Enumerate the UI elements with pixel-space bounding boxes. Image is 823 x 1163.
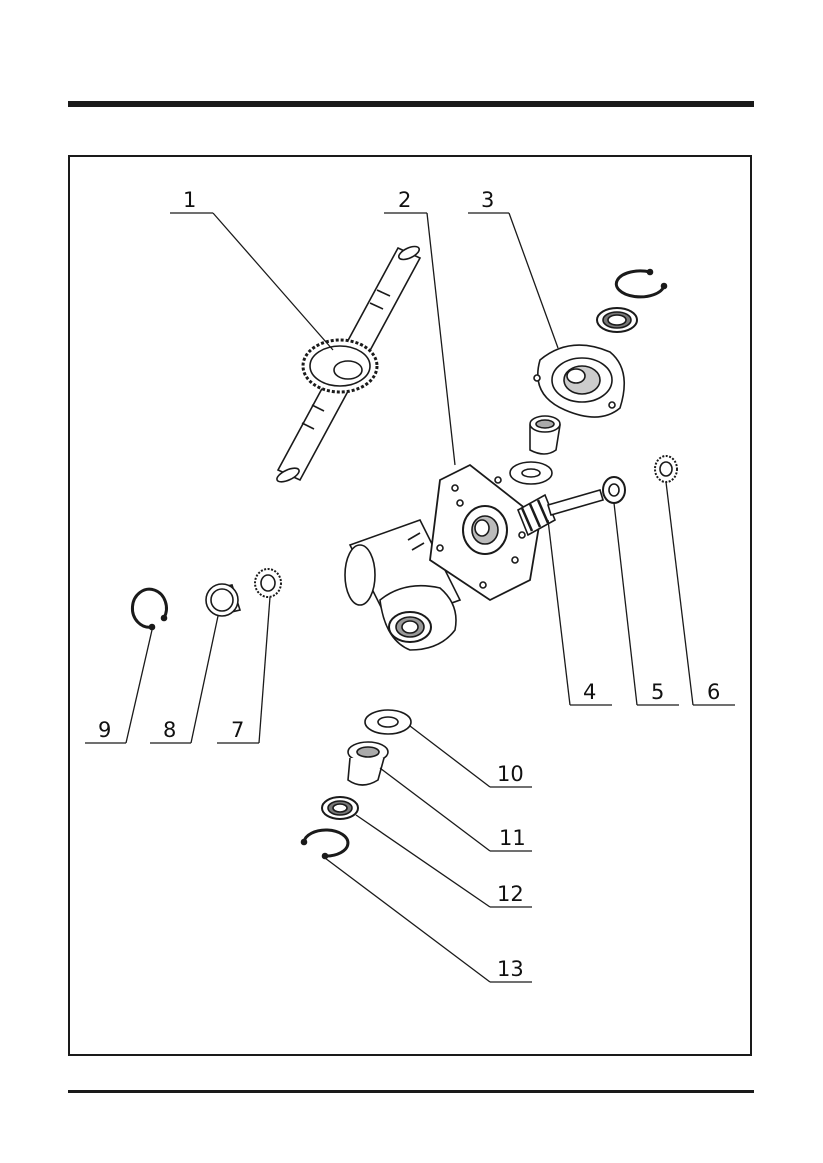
- callout-4: 4: [583, 680, 596, 704]
- part-1-shaft-gear: [275, 244, 421, 485]
- callout-7: 7: [231, 718, 244, 742]
- leader-9-diag: [126, 630, 152, 743]
- leader-3-diag: [509, 213, 558, 348]
- part-12-oil-seal: [322, 797, 358, 819]
- callout-1: 1: [183, 188, 196, 212]
- part-11-flanged-bushing: [348, 742, 388, 785]
- callout-9: 9: [98, 718, 111, 742]
- callout-6: 6: [707, 680, 720, 704]
- callout-11: 11: [499, 826, 526, 850]
- part-8-bushing: [206, 584, 240, 616]
- part-10-washer: [365, 710, 411, 734]
- part-2-gearbox-housing: [345, 465, 540, 650]
- part-9-snap-ring: [132, 589, 166, 629]
- callout-8: 8: [163, 718, 176, 742]
- leader-11-diag: [380, 768, 490, 851]
- callout-2: 2: [398, 188, 411, 212]
- part-13-snap-ring: [302, 830, 348, 858]
- leader-10-diag: [410, 726, 490, 787]
- leader-2-diag: [427, 213, 455, 465]
- leader-13-diag: [325, 858, 490, 982]
- callout-13: 13: [497, 957, 524, 981]
- part-6-needle-bearing: [655, 456, 677, 482]
- leader-5-diag: [614, 503, 637, 705]
- leader-7-diag: [259, 597, 270, 743]
- callout-3: 3: [481, 188, 494, 212]
- part-7-needle-bearing: [255, 569, 281, 597]
- leader-8-diag: [191, 616, 218, 743]
- leader-6-diag: [666, 482, 693, 705]
- part-4-worm-shaft: [518, 490, 603, 535]
- callout-5: 5: [651, 680, 664, 704]
- leader-1-diag: [213, 213, 333, 350]
- part-5-bushing: [603, 477, 625, 503]
- leader-12-diag: [356, 815, 490, 907]
- leader-4-diag: [548, 520, 570, 705]
- callout-10: 10: [497, 762, 524, 786]
- part-3-cover-assembly: [510, 270, 667, 485]
- callout-12: 12: [497, 882, 524, 906]
